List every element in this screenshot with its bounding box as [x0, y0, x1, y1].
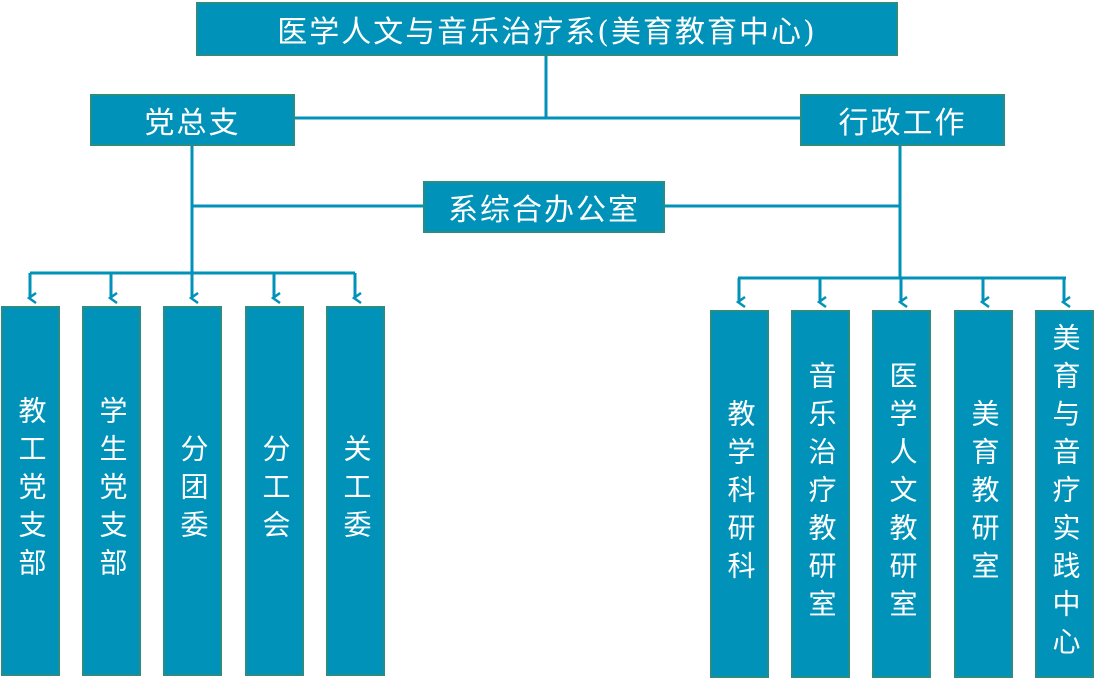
- party-unit-3: 分团委: [163, 306, 222, 676]
- party-unit-label: 学生党支部: [95, 396, 129, 586]
- admin-branch-label: 行政工作: [838, 106, 967, 141]
- admin-unit-3: 医学人文教研室: [872, 310, 931, 678]
- party-unit-label: 关工委: [339, 434, 373, 548]
- admin-unit-label: 教学科研科: [723, 399, 757, 589]
- party-unit-5: 关工委: [326, 306, 385, 676]
- party-branch-node: 党总支: [90, 94, 295, 146]
- admin-branch-node: 行政工作: [800, 94, 1005, 146]
- party-branch-label: 党总支: [144, 106, 241, 141]
- root-node: 医学人文与音乐治疗系(美育教育中心): [196, 2, 898, 56]
- admin-unit-label: 医学人文教研室: [885, 361, 919, 627]
- party-unit-2: 学生党支部: [82, 306, 141, 676]
- admin-unit-2: 音乐治疗教研室: [791, 310, 850, 678]
- admin-unit-label: 美育与音疗实践中心: [1048, 323, 1082, 665]
- admin-unit-4: 美育教研室: [954, 310, 1013, 678]
- admin-unit-1: 教学科研科: [710, 310, 769, 678]
- root-label: 医学人文与音乐治疗系(美育教育中心): [277, 15, 817, 50]
- office-label: 系综合办公室: [448, 193, 640, 228]
- party-unit-1: 教工党支部: [1, 306, 60, 676]
- admin-unit-5: 美育与音疗实践中心: [1035, 310, 1094, 678]
- party-unit-label: 分团委: [176, 434, 210, 548]
- party-unit-label: 教工党支部: [14, 396, 48, 586]
- admin-unit-label: 音乐治疗教研室: [804, 361, 838, 627]
- party-unit-label: 分工会: [258, 434, 292, 548]
- party-unit-4: 分工会: [245, 306, 304, 676]
- admin-unit-label: 美育教研室: [967, 399, 1001, 589]
- office-node: 系综合办公室: [423, 181, 665, 233]
